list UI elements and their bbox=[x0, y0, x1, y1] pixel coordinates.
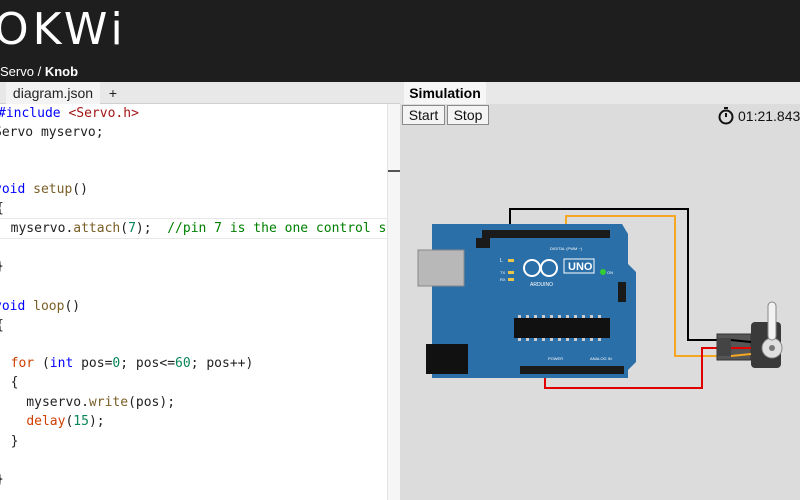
atmega-chip bbox=[514, 318, 610, 338]
arduino-uno-board: ARDUINO UNO ON DIGITAL (PWM ~) POWER ANA… bbox=[417, 224, 636, 378]
breadcrumb-current: Knob bbox=[44, 64, 79, 79]
code-line: { bbox=[10, 375, 19, 390]
wokwi-logo[interactable]: OKWi bbox=[0, 4, 127, 55]
editor-scrollbar[interactable] bbox=[387, 104, 400, 500]
power-jack bbox=[426, 344, 468, 374]
editor-tab-bar: diagram.json + bbox=[0, 82, 400, 104]
wire-black bbox=[509, 208, 717, 341]
arduino-logo-right bbox=[540, 259, 558, 277]
code-line: } bbox=[0, 470, 4, 489]
code-line: #include <Servo.h> bbox=[0, 106, 139, 121]
circuit-diagram: ARDUINO UNO ON DIGITAL (PWM ~) POWER ANA… bbox=[417, 208, 783, 389]
icsp-header bbox=[618, 282, 626, 302]
led-l-label: L bbox=[500, 258, 503, 264]
digital-label: DIGITAL (PWM ~) bbox=[550, 246, 583, 251]
power-label: POWER bbox=[548, 356, 563, 361]
code-line: void setup() bbox=[0, 182, 88, 197]
stopwatch-icon bbox=[718, 107, 734, 125]
code-line: } bbox=[10, 434, 19, 449]
code-editor[interactable]: #include <Servo.h> Servo myservo; void s… bbox=[0, 104, 400, 500]
analog-label: ANALOG IN bbox=[590, 356, 612, 361]
simulation-canvas[interactable]: Start Stop 01:21.843 ARDUINO UNO bbox=[400, 104, 800, 500]
code-line: myservo.write(pos); bbox=[0, 395, 176, 410]
code-line: { bbox=[0, 316, 4, 335]
code-line: } bbox=[0, 257, 4, 276]
code-line: myservo.attach(7); //pin 7 is the one co… bbox=[0, 221, 400, 236]
chip-pins bbox=[518, 315, 601, 341]
add-file-button[interactable]: + bbox=[108, 85, 118, 101]
on-label: ON bbox=[607, 270, 613, 275]
top-bar: OKWi bbox=[0, 0, 800, 62]
rx-label: RX bbox=[500, 277, 506, 282]
power-analog-header bbox=[520, 366, 624, 374]
uno-label: UNO bbox=[568, 261, 593, 273]
current-line-highlight bbox=[0, 218, 400, 239]
code-line: delay(15); bbox=[26, 414, 105, 429]
simulation-tab-bar: Simulation bbox=[400, 82, 800, 104]
tab-diagram-json[interactable]: diagram.json bbox=[6, 82, 100, 104]
breadcrumb-separator: / bbox=[33, 64, 45, 79]
code-line: { bbox=[0, 199, 4, 218]
stop-button[interactable]: Stop bbox=[447, 105, 489, 125]
code-line: void loop() bbox=[0, 299, 81, 314]
reset-header bbox=[476, 238, 490, 248]
servo-motor bbox=[716, 301, 783, 368]
arduino-label: ARDUINO bbox=[530, 282, 553, 288]
digital-header bbox=[482, 230, 610, 238]
breadcrumb-parent[interactable]: Servo bbox=[0, 64, 34, 79]
servo-horn bbox=[767, 301, 777, 341]
scrollbar-marker bbox=[388, 170, 400, 180]
code-line: for (int pos=0; pos<=60; pos++) bbox=[10, 356, 254, 371]
breadcrumb: Servo / Knob bbox=[0, 62, 800, 82]
usb-port bbox=[417, 249, 465, 287]
code-line: Servo myservo; bbox=[0, 125, 104, 140]
tab-simulation[interactable]: Simulation bbox=[404, 82, 486, 104]
tx-label: TX bbox=[500, 270, 505, 275]
start-button[interactable]: Start bbox=[402, 105, 445, 125]
simulation-timer: 01:21.843 bbox=[738, 108, 800, 124]
wire-red bbox=[544, 347, 717, 389]
